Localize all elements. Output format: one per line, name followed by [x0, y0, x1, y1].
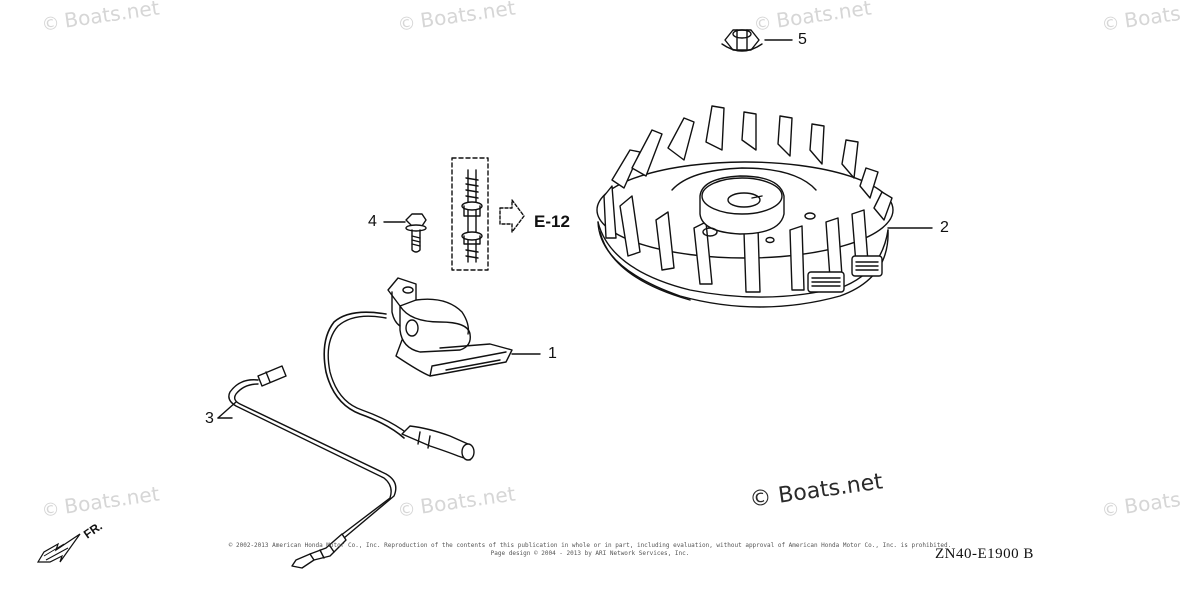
- front-direction-arrow-icon: [36, 533, 81, 563]
- diagram-code: ZN40-E1900 B: [935, 546, 1034, 562]
- reference-label[interactable]: E-12: [534, 212, 570, 231]
- flange-bolt[interactable]: [405, 213, 427, 253]
- leader-line-3: [217, 401, 237, 419]
- reference-arrow-icon: [499, 199, 525, 233]
- flange-nut[interactable]: [721, 29, 763, 52]
- ignition-coil[interactable]: [323, 277, 513, 461]
- callout-3[interactable]: 3: [205, 410, 214, 427]
- reference-group-box: [451, 157, 489, 271]
- copyright-line-1: © 2002-2013 American Honda Motor Co., In…: [228, 542, 952, 549]
- copyright-line-2: Page design © 2004 - 2013 by ARI Network…: [490, 550, 690, 557]
- stop-wire[interactable]: [228, 365, 397, 569]
- callout-4[interactable]: 4: [368, 213, 377, 230]
- flywheel[interactable]: [596, 105, 894, 308]
- callout-1[interactable]: 1: [548, 345, 557, 362]
- callout-5[interactable]: 5: [798, 31, 807, 48]
- callout-2[interactable]: 2: [940, 219, 949, 236]
- stud-bolt[interactable]: [461, 169, 483, 263]
